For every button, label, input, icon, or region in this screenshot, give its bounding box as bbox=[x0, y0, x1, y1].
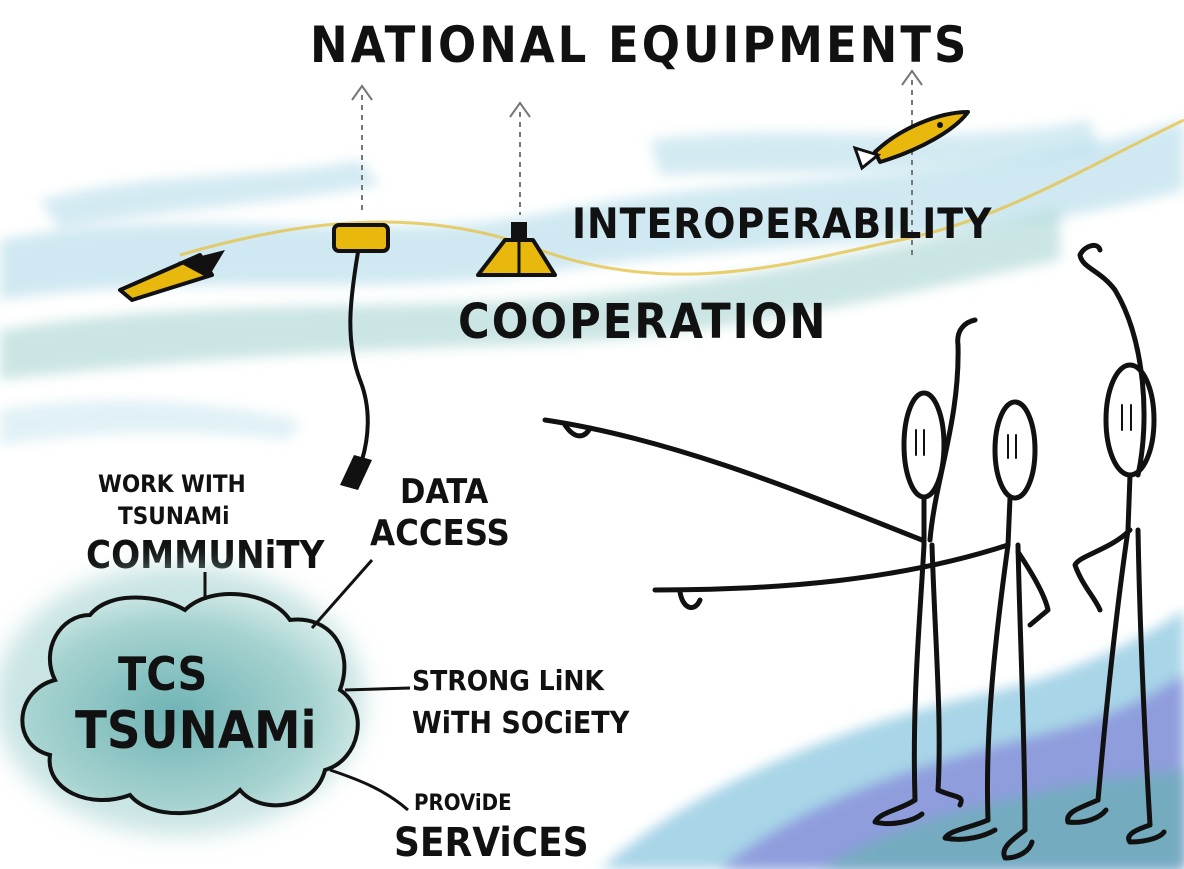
data-access-label-line1: DATA bbox=[400, 472, 489, 512]
cooperation-label: COOPERATION bbox=[458, 294, 828, 350]
interoperability-label: INTEROPERABILITY bbox=[572, 199, 992, 248]
link-label-line2: WiTH SOCiETY bbox=[412, 706, 630, 741]
dashed-arrows bbox=[351, 69, 923, 260]
ground-water bbox=[600, 610, 1184, 869]
page-title: NATIONAL EQUIPMENTS bbox=[310, 16, 969, 74]
glider-icon bbox=[852, 110, 970, 171]
tcs-tsunami-cloud: TCS TSUNAMi bbox=[0, 565, 365, 835]
cloud-connectors bbox=[203, 559, 411, 812]
sensor-cable-icon bbox=[332, 223, 390, 490]
cloud-label-line1: TCS bbox=[118, 647, 207, 701]
data-access-label-line2: ACCESS bbox=[370, 513, 510, 554]
cloud-label-line2: TSUNAMi bbox=[75, 701, 317, 761]
community-label-line1: WORK WITH bbox=[98, 470, 246, 498]
people-figures bbox=[542, 242, 1167, 861]
services-label-line1: PROViDE bbox=[414, 791, 512, 816]
services-label-line2: SERViCES bbox=[394, 820, 589, 866]
water-background bbox=[0, 118, 1184, 445]
torpedo-sensor-icon bbox=[118, 250, 225, 302]
tide-gauge-icon bbox=[476, 222, 557, 277]
link-label-line1: STRONG LiNK bbox=[412, 664, 605, 697]
community-label-line2: TSUNAMi bbox=[118, 502, 229, 530]
